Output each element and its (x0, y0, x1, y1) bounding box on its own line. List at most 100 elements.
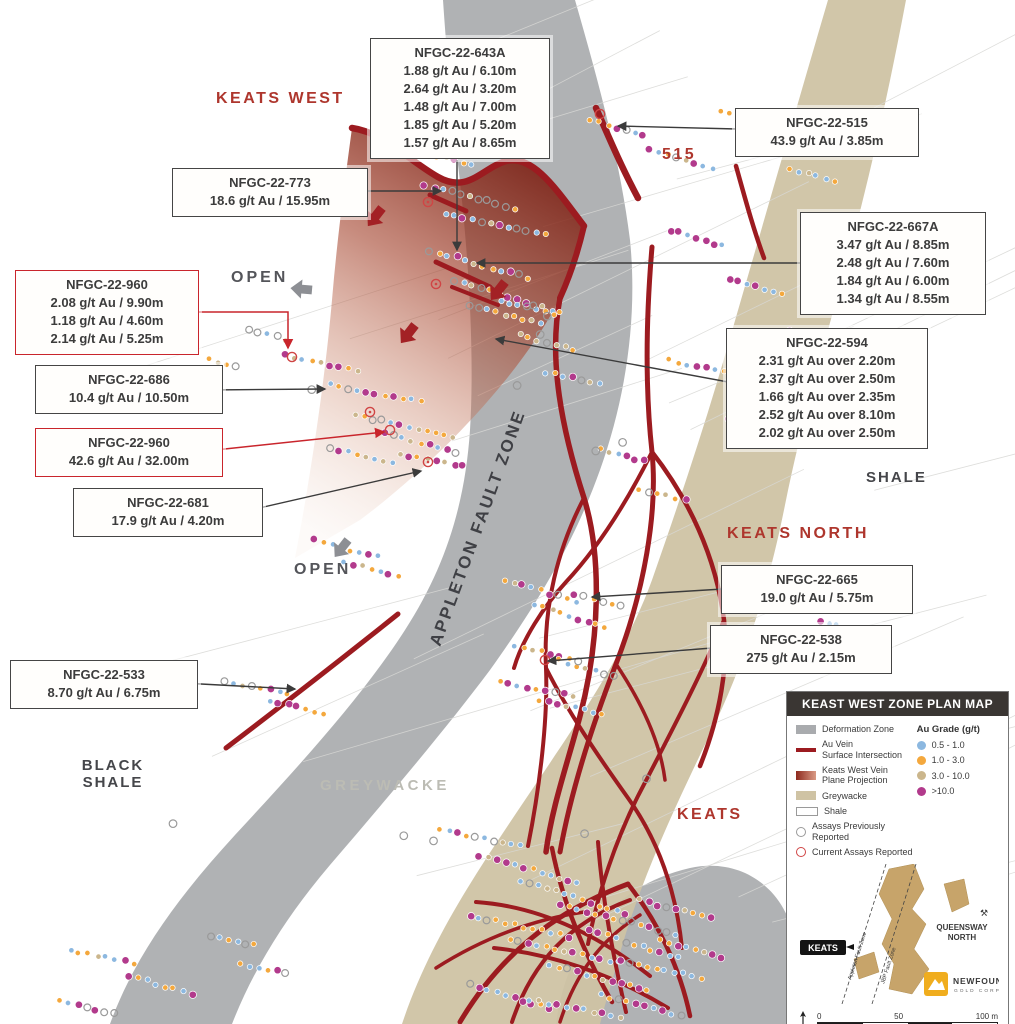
assay-rings-layer (83, 108, 875, 1020)
assay-line: 1.48 g/t Au / 7.00m (403, 98, 517, 114)
highlight-leader-lines (182, 311, 386, 452)
assay-line: 1.88 g/t Au / 6.10m (403, 62, 517, 78)
grade-class-2: 1.0 - 3.0 (916, 755, 1001, 766)
grade-class-1: 0.5 - 1.0 (916, 740, 1001, 750)
callout-nfgc-22-960-a: NFGC-22-960 2.08 g/t Au / 9.90m 1.18 g/t… (15, 270, 199, 355)
brand-name: NEWFOUND (953, 976, 999, 986)
scale-tick-100: 100 m (975, 1012, 998, 1022)
assay-line: 1.85 g/t Au / 5.20m (403, 116, 517, 132)
assay-line: 2.31 g/t Au over 2.20m (758, 352, 896, 368)
au-vein-swatch (796, 747, 816, 752)
assay-line: 17.9 g/t Au / 4.20m (111, 512, 225, 528)
legend-panel: KEAST WEST ZONE PLAN MAP Deformation Zon… (786, 691, 1009, 1024)
drillhole-id: NFGC-22-681 (127, 495, 209, 510)
zone-label-515: 515 (662, 146, 697, 163)
deformation-zone-swatch (796, 724, 816, 734)
drillhole-id: NFGC-22-773 (229, 175, 311, 190)
assay-line: 10.4 g/t Au / 10.50m (68, 389, 190, 405)
assay-line: 18.6 g/t Au / 15.95m (209, 192, 331, 208)
assay-line: 1.18 g/t Au / 4.60m (50, 312, 164, 328)
legend-item-deformation-zone: Deformation Zone (796, 724, 913, 734)
inset-queensway-label: QUEENSWAY NORTH ⚒ (936, 908, 988, 942)
grade-dot-high-icon (916, 771, 926, 781)
svg-text:QUEENSWAY: QUEENSWAY (936, 923, 988, 932)
brand-sub: GOLD CORP (954, 988, 999, 994)
drillhole-id: NFGC-22-515 (786, 115, 868, 130)
legend-item-assays-current: Current Assays Reported (796, 847, 913, 858)
assay-line: 1.34 g/t Au / 8.55m (836, 290, 950, 306)
assay-line: 2.52 g/t Au over 8.10m (758, 406, 896, 422)
callout-nfgc-22-594: NFGC-22-594 2.31 g/t Au over 2.20m 2.37 … (726, 328, 928, 449)
legend-item-shale: Shale (796, 806, 913, 816)
scale-tick-50: 50 (894, 1012, 904, 1022)
legend-title: KEAST WEST ZONE PLAN MAP (787, 692, 1008, 716)
assay-line: 1.84 g/t Au / 6.00m (836, 272, 950, 288)
assay-line: 2.48 g/t Au / 7.60m (836, 254, 950, 270)
assay-line: 2.02 g/t Au over 2.50m (758, 424, 896, 440)
inset-land-shapes (853, 864, 970, 995)
previous-assay-ring-icon (796, 826, 806, 837)
grade-dot-low-icon (916, 740, 926, 750)
drillhole-id: NFGC-22-538 (760, 632, 842, 647)
assay-line: 2.08 g/t Au / 9.90m (50, 294, 164, 310)
shale-label: SHALE (866, 469, 927, 486)
assay-line: 3.47 g/t Au / 8.85m (836, 236, 950, 252)
black-shale-label: BLACK SHALE (81, 757, 145, 791)
inset-keats-label: KEATS (808, 943, 838, 953)
callout-nfgc-22-681: NFGC-22-681 17.9 g/t Au / 4.20m (73, 488, 263, 537)
drillhole-id: NFGC-22-533 (63, 667, 145, 682)
grade-dot-mid-icon (916, 756, 926, 766)
callout-nfgc-22-515: NFGC-22-515 43.9 g/t Au / 3.85m (735, 108, 919, 157)
greywacke-swatch (796, 791, 816, 801)
assay-line: 8.70 g/t Au / 6.75m (47, 684, 161, 700)
zone-label-keats-west: KEATS WEST (216, 90, 345, 107)
location-inset-map: Appleton Fault Zone JBP Fault Zone KEATS… (787, 864, 1009, 1009)
assay-dots-layer (56, 108, 889, 1021)
svg-text:NORTH: NORTH (948, 933, 977, 942)
assay-line: 275 g/t Au / 2.15m (746, 649, 856, 665)
north-arrow-icon (800, 1011, 806, 1024)
assay-line: 19.0 g/t Au / 5.75m (760, 589, 874, 605)
zone-label-keats: KEATS (677, 806, 743, 823)
assay-line: 1.57 g/t Au / 8.65m (403, 134, 517, 150)
drillhole-id: NFGC-22-960 (66, 277, 148, 292)
drillhole-id: NFGC-22-686 (88, 372, 170, 387)
drillhole-id: NFGC-22-643A (414, 45, 506, 60)
drillhole-id: NFGC-22-960 (88, 435, 170, 450)
callout-nfgc-22-533: NFGC-22-533 8.70 g/t Au / 6.75m (10, 660, 198, 709)
drillhole-id: NFGC-22-667A (847, 219, 939, 234)
greywacke-label: GREYWACKE (320, 777, 450, 794)
legend-item-greywacke: Greywacke (796, 791, 913, 801)
grade-dot-veryhigh-icon (916, 786, 926, 796)
assay-line: 2.64 g/t Au / 3.20m (403, 80, 517, 96)
keats-west-vein-swatch (796, 770, 816, 780)
shale-swatch (796, 806, 818, 816)
inset-fault-lines (841, 864, 917, 1005)
drillhole-id: NFGC-22-594 (786, 335, 868, 350)
callout-nfgc-22-960-b: NFGC-22-960 42.6 g/t Au / 32.00m (35, 428, 223, 477)
grade-class-4: >10.0 (916, 786, 1001, 796)
assay-line: 42.6 g/t Au / 32.00m (68, 452, 190, 468)
assay-line: 43.9 g/t Au / 3.85m (770, 132, 884, 148)
drillhole-id: NFGC-22-665 (776, 572, 858, 587)
zone-label-keats-north: KEATS NORTH (727, 525, 869, 542)
grade-class-3: 3.0 - 10.0 (916, 771, 1001, 781)
open-label-2: OPEN (294, 561, 352, 578)
assay-line: 2.14 g/t Au / 5.25m (50, 330, 164, 346)
callout-nfgc-22-686: NFGC-22-686 10.4 g/t Au / 10.50m (35, 365, 223, 414)
callout-nfgc-22-538: NFGC-22-538 275 g/t Au / 2.15m (710, 625, 892, 674)
callout-nfgc-22-773: NFGC-22-773 18.6 g/t Au / 15.95m (172, 168, 368, 217)
inset-keats-marker: KEATS (800, 940, 854, 956)
current-assay-ring-icon (796, 847, 806, 858)
assay-line: 1.66 g/t Au over 2.35m (758, 388, 896, 404)
au-vein-lines (223, 104, 767, 1024)
callout-nfgc-22-667a: NFGC-22-667A 3.47 g/t Au / 8.85m 2.48 g/… (800, 212, 986, 315)
legend-item-assays-previous: Assays Previously Reported (796, 821, 913, 842)
assay-line: 2.37 g/t Au over 2.50m (758, 370, 896, 386)
newfound-gold-logo: NEWFOUND GOLD CORP (924, 972, 1009, 997)
open-label-1: OPEN (231, 269, 289, 286)
